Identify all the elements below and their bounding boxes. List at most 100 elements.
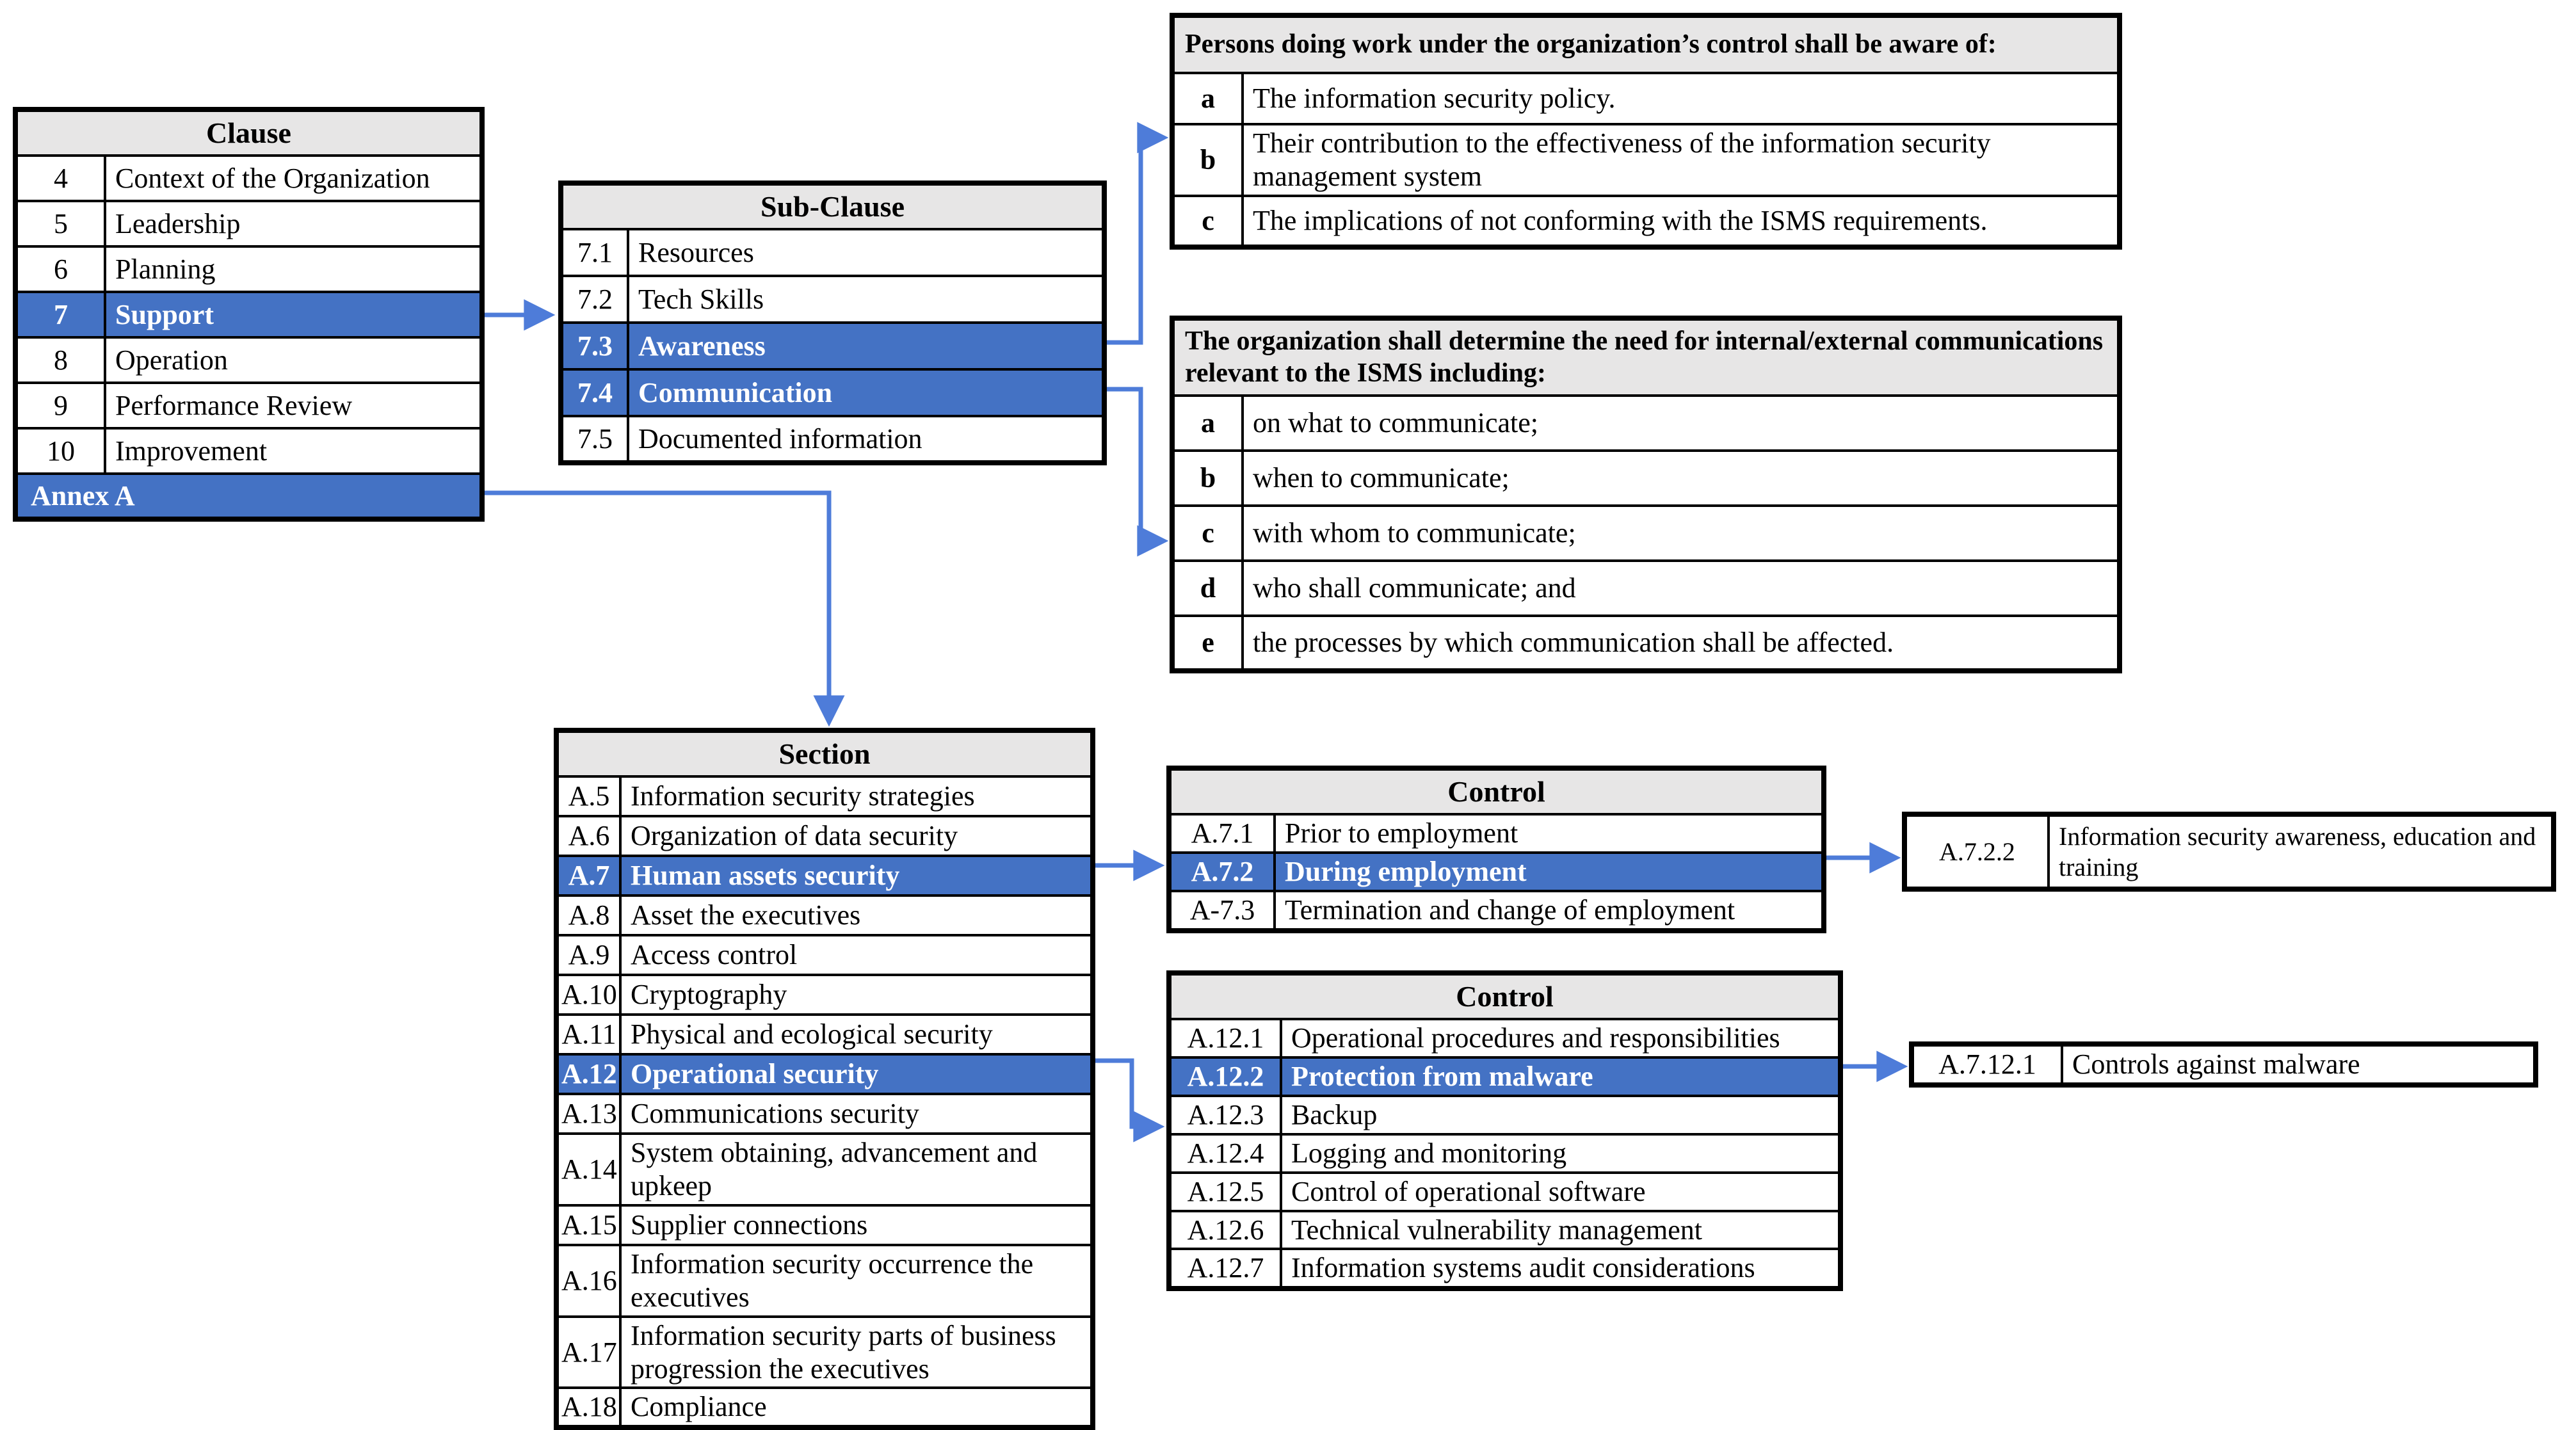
connector-arrow-73-to-awareness-list xyxy=(1107,122,1169,345)
communication-requirements-table: The organization shall determine the nee… xyxy=(1170,316,2122,674)
row-label-cell: who shall communicate; and xyxy=(1241,559,2121,618)
row-label-cell: on what to communicate; xyxy=(1241,394,2121,453)
table-header-row: Control xyxy=(1168,767,1825,815)
row-label-cell: Information security parts of business p… xyxy=(619,1315,1094,1390)
connector-arrow-74-to-communications-list xyxy=(1107,387,1169,557)
table-title: Control xyxy=(1168,972,1842,1020)
row-number-cell: A.7.2 xyxy=(1168,851,1276,892)
row-label-cell: Termination and change of employment xyxy=(1273,889,1825,932)
row-label-cell: Technical vulnerability management xyxy=(1280,1209,1842,1251)
row-number-cell: A.12.3 xyxy=(1168,1094,1282,1136)
row-number-cell: A.18 xyxy=(555,1386,622,1429)
row-number-cell: A.10 xyxy=(555,974,622,1016)
row-number-cell: A.12.6 xyxy=(1168,1209,1282,1251)
row-label-cell: with whom to communicate; xyxy=(1241,504,2121,563)
row-label-cell: Leadership xyxy=(104,200,483,248)
table-header-row: Control xyxy=(1168,972,1842,1020)
row-number-cell: A.16 xyxy=(555,1243,622,1318)
row-number-cell: A.12.4 xyxy=(1168,1132,1282,1174)
row-label-cell: when to communicate; xyxy=(1241,449,2121,508)
row-number-cell: A.14 xyxy=(555,1132,622,1207)
row-number-cell: A.12 xyxy=(555,1053,622,1095)
row-number-cell: A.6 xyxy=(555,815,622,857)
row-number-cell: A.17 xyxy=(555,1315,622,1390)
row-label-cell: Operation xyxy=(104,336,483,384)
row-label-cell: System obtaining, advancement and upkeep xyxy=(619,1132,1094,1207)
row-number-cell: 9 xyxy=(14,382,106,430)
table-title: Clause xyxy=(14,108,483,157)
awareness-requirements-table: Persons doing work under the organizatio… xyxy=(1170,13,2122,250)
row-label-cell: Information security awareness, educatio… xyxy=(2047,813,2555,890)
row-label-cell: Protection from malware xyxy=(1280,1056,1842,1097)
row-label-cell: Information security occurrence the exec… xyxy=(619,1243,1094,1318)
row-label-cell: Improvement xyxy=(104,427,483,475)
row-number-cell: 7.2 xyxy=(559,275,629,324)
row-number-cell: 10 xyxy=(14,427,106,475)
table-header-row: Sub-Clause xyxy=(559,182,1106,230)
row-number-cell: A.8 xyxy=(555,894,622,936)
row-label-cell: Prior to employment xyxy=(1273,813,1825,854)
row-number-cell: c xyxy=(1171,504,1244,563)
row-label-cell: Backup xyxy=(1280,1094,1842,1136)
row-label-cell: Communication xyxy=(627,368,1106,417)
row-label-cell: Resources xyxy=(627,228,1106,277)
row-label-cell: Supplier connections xyxy=(619,1203,1094,1246)
row-label-cell: Access control xyxy=(619,934,1094,976)
row-label-cell: Communications security xyxy=(619,1093,1094,1135)
row-number-cell: A.12.5 xyxy=(1168,1171,1282,1212)
row-number-cell: 7.5 xyxy=(559,415,629,464)
row-label-cell: The information security policy. xyxy=(1241,72,2121,125)
row-number-cell: A.5 xyxy=(555,775,622,817)
row-label-cell: Operational procedures and responsibilit… xyxy=(1280,1018,1842,1059)
row-label-cell: the processes by which communication sha… xyxy=(1241,615,2121,673)
row-number-cell: b xyxy=(1171,449,1244,508)
row-number-cell: a xyxy=(1171,72,1244,125)
row-number-cell: A-7.3 xyxy=(1168,889,1276,932)
table-header-row: The organization shall determine the nee… xyxy=(1171,316,2121,398)
connector-arrow-annexa-to-section xyxy=(485,490,845,727)
row-number-cell: 6 xyxy=(14,245,106,293)
row-label-cell: Awareness xyxy=(627,321,1106,371)
row-number-cell: A.12.7 xyxy=(1168,1248,1282,1290)
table-header-row: Clause xyxy=(14,108,483,157)
connector-arrow-a12-to-control12 xyxy=(1095,1058,1165,1143)
row-number-cell: 4 xyxy=(14,154,106,202)
row-label-cell: Documented information xyxy=(627,415,1106,464)
row-number-cell: a xyxy=(1171,394,1244,453)
row-label-cell: Compliance xyxy=(619,1386,1094,1429)
row-number-cell: c xyxy=(1171,194,1244,248)
